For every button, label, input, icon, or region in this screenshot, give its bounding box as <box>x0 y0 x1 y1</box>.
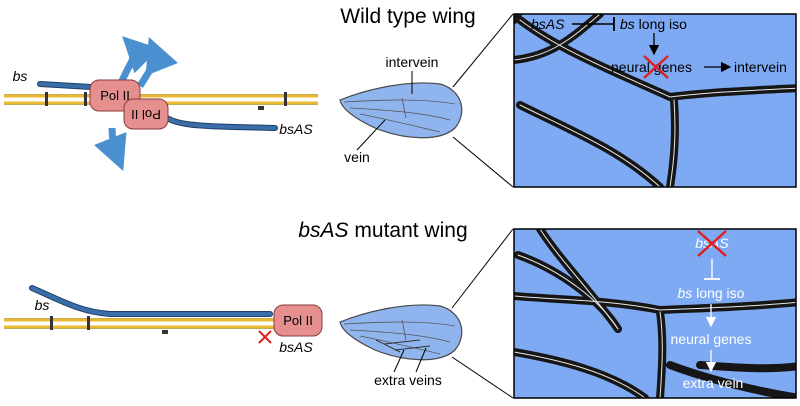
bottom-antisense-deletion-cross <box>258 330 272 344</box>
top-zoom-line-lower <box>452 136 514 188</box>
bottom-panel-target: bs long iso <box>678 285 745 301</box>
svg-text:Pol II: Pol II <box>100 88 130 103</box>
bottom-sense-transcript <box>30 286 272 316</box>
top-panel-neural-genes: neural genes <box>611 59 692 75</box>
top-pol-ii-antisense: Pol II <box>123 98 169 130</box>
bottom-antisense-label: bsAS <box>279 339 313 355</box>
top-antisense-transcript <box>158 111 277 130</box>
top-panel-target: bs long iso <box>620 16 687 32</box>
bottom-title: bsAS mutant wing <box>298 219 467 242</box>
top-title: Wild type wing <box>340 5 475 28</box>
top-panel-red-cross <box>643 55 669 79</box>
bottom-panel-neural-genes: neural genes <box>671 331 752 347</box>
bottom-dna-strand <box>4 316 318 334</box>
svg-text:Pol II: Pol II <box>283 313 313 328</box>
bottom-panel-red-cross <box>697 230 727 257</box>
top-wing-intervein-label: intervein <box>386 54 439 70</box>
top-dna-strand <box>4 92 318 110</box>
svg-text:Pol II: Pol II <box>131 107 161 122</box>
bottom-zoom-panel <box>513 228 797 399</box>
top-zoom-line-upper <box>452 13 514 88</box>
bottom-zoom-line-upper <box>451 228 514 309</box>
bottom-wing-extra-veins-label: extra veins <box>374 372 442 388</box>
top-arrow-up-right <box>137 36 179 88</box>
top-arrow-down <box>93 127 127 171</box>
bottom-extra-vein-pointer-1 <box>393 349 405 373</box>
top-panel-outcome: intervein <box>734 59 787 75</box>
top-wing-vein-label: vein <box>344 149 370 165</box>
top-wing <box>339 82 463 139</box>
bottom-extra-vein-pointer-2 <box>415 347 427 373</box>
bottom-panel-veins <box>514 229 796 398</box>
bottom-zoom-line-lower <box>451 356 514 399</box>
top-antisense-label: bsAS <box>279 121 313 137</box>
bottom-sense-transcript-outline <box>29 285 273 317</box>
bottom-panel-outcome: extra vein <box>683 375 744 391</box>
top-panel-repressor: bsAS <box>531 16 565 32</box>
bottom-wing <box>339 304 463 361</box>
top-zoom-panel <box>513 13 797 188</box>
bottom-gene-label: bs <box>35 297 50 313</box>
top-vein-pointer <box>356 119 386 151</box>
top-gene-label: bs <box>13 68 28 84</box>
bottom-pol-ii: Pol II <box>273 304 323 337</box>
